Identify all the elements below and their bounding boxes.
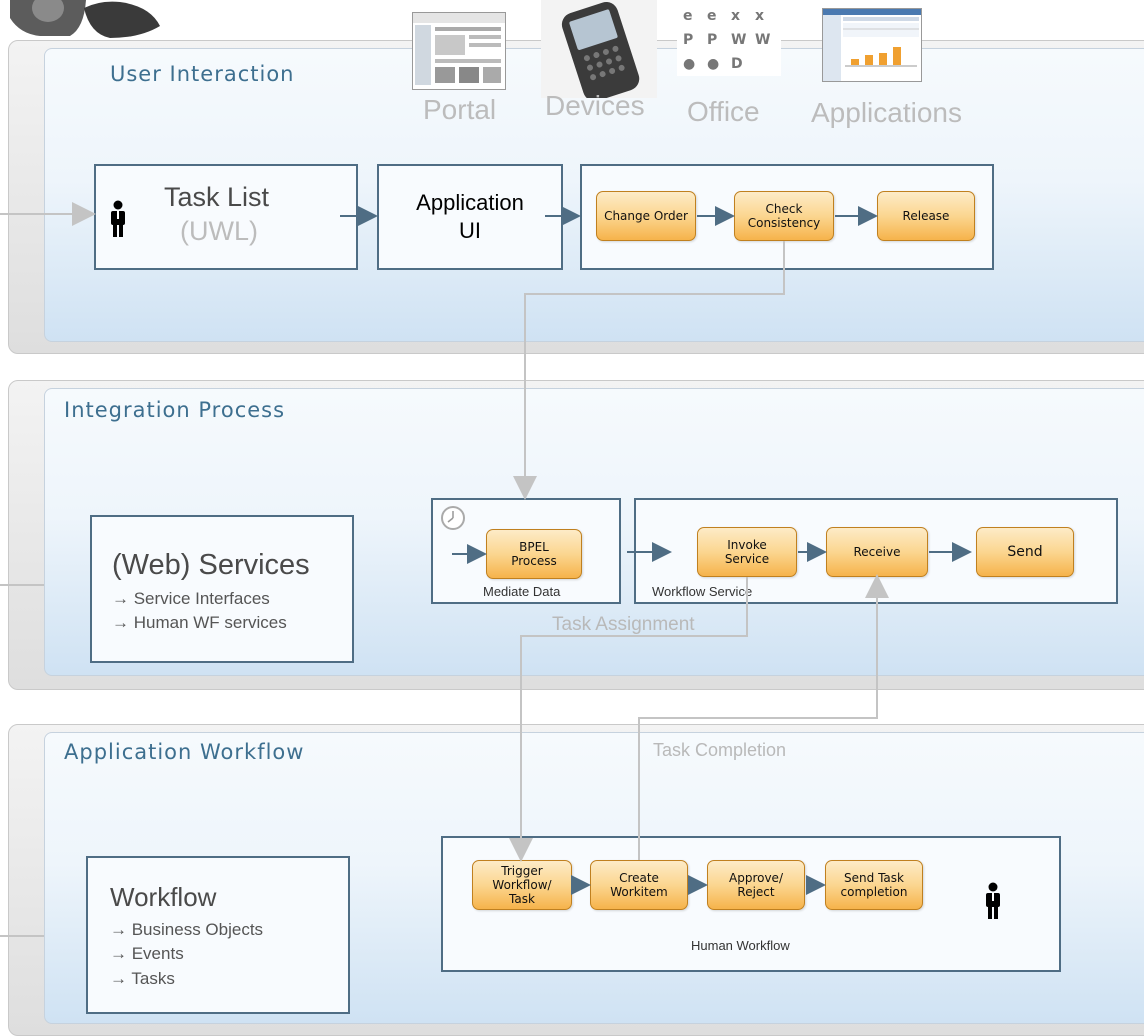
svg-text:e: e [707,8,717,24]
bpel-caption: Mediate Data [483,584,561,599]
task-list-subtitle: (UWL) [180,216,258,246]
clock-icon [441,506,465,530]
workflow-service-caption: Workflow Service [652,584,753,599]
task-completion-label: Task Completion [653,740,787,760]
step-create-workitem: Create Workitem [590,860,688,910]
step-check-consistency: Check Consistency [734,191,834,241]
workflow-item-3: → Tasks [110,969,175,988]
consistency-to-bpel-connector [513,241,785,500]
channel-label-devices: Devices [545,90,645,121]
step-bpel-process: BPEL Process [486,529,582,579]
workflow-item-2: → Events [110,944,184,963]
svg-text:P: P [707,32,717,48]
workflow-box-title: Workflow [110,882,217,912]
user-interaction-title: User Interaction [110,62,295,86]
svg-text:x: x [755,8,764,24]
application-workflow-title: Application Workflow [64,740,305,764]
step-trigger-workflow: Trigger Workflow/ Task [472,860,572,910]
channel-label-office: Office [687,96,760,127]
svg-text:W: W [755,32,770,48]
human-workflow-caption: Human Workflow [691,938,790,953]
step-receive: Receive [826,527,928,577]
application-ui-box: Application UI [377,164,563,270]
application-screenshot-icon [822,8,922,82]
workflow-item-1: → Business Objects [110,920,264,939]
svg-text:x: x [731,8,740,24]
portal-screenshot-icon [412,12,506,90]
task-assignment-label: Task Assignment [552,614,695,635]
task-list-box: Task List (UWL) [94,164,358,270]
step-send: Send [976,527,1074,577]
workflow-box: Workflow → Business Objects → Events → T… [86,856,350,1014]
application-ui-line1: Application [416,190,524,215]
svg-text:●: ● [683,56,695,72]
integration-process-title: Integration Process [64,398,286,422]
blackberry-device-icon [541,0,657,98]
channel-label-applications: Applications [811,97,962,128]
step-invoke-service: Invoke Service [697,527,797,577]
svg-text:●: ● [707,56,719,72]
step-change-order: Change Order [596,191,696,241]
person-icon [111,200,125,237]
workitem-to-receive-connector [638,574,889,860]
web-services-box: (Web) Services → Service Interfaces → Hu… [90,515,354,663]
web-services-item-2: → Human WF services [112,613,287,632]
step-send-task-completion: Send Task completion [825,860,923,910]
svg-text:W: W [731,32,746,48]
svg-text:P: P [683,32,693,48]
web-services-item-1: → Service Interfaces [112,589,270,608]
web-services-title: (Web) Services [112,549,310,581]
people-photo [10,0,160,39]
svg-text:D: D [731,56,743,72]
step-release: Release [877,191,975,241]
application-ui-line2: UI [459,218,481,243]
task-list-title: Task List [164,182,270,212]
svg-text:e: e [683,8,693,24]
invoke-to-trigger-connector [509,577,748,862]
person-icon [986,882,1000,919]
channel-label-portal: Portal [423,94,497,125]
step-approve-reject: Approve/ Reject [707,860,805,910]
